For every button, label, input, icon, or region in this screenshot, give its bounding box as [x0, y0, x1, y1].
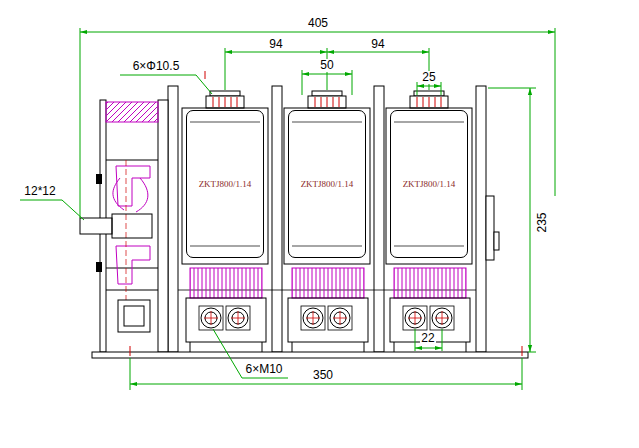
coil-model-text: ZKTJ800/1.14: [199, 179, 252, 189]
dimension-label: 94: [370, 38, 385, 51]
coil-box: ZKTJ800/1.14: [390, 110, 468, 258]
dimension-label: 94: [268, 38, 283, 51]
dimension-label: 6×M10: [244, 363, 283, 376]
coil-box: ZKTJ800/1.14: [186, 110, 264, 258]
dimension-label: 350: [312, 369, 334, 382]
dimension-label: 12*12: [23, 185, 56, 198]
dimension-label: 6×Φ10.5: [132, 60, 181, 73]
dimension-label: 22: [420, 332, 435, 345]
dimension-label: 25: [421, 71, 436, 84]
coil-model-text: ZKTJ800/1.14: [403, 179, 456, 189]
dimension-label: 235: [536, 211, 549, 233]
dimension-label: 50: [319, 59, 334, 72]
coil-box: ZKTJ800/1.14: [288, 110, 366, 258]
coil-model-text: ZKTJ800/1.14: [301, 179, 354, 189]
dimension-label: 405: [307, 17, 329, 30]
